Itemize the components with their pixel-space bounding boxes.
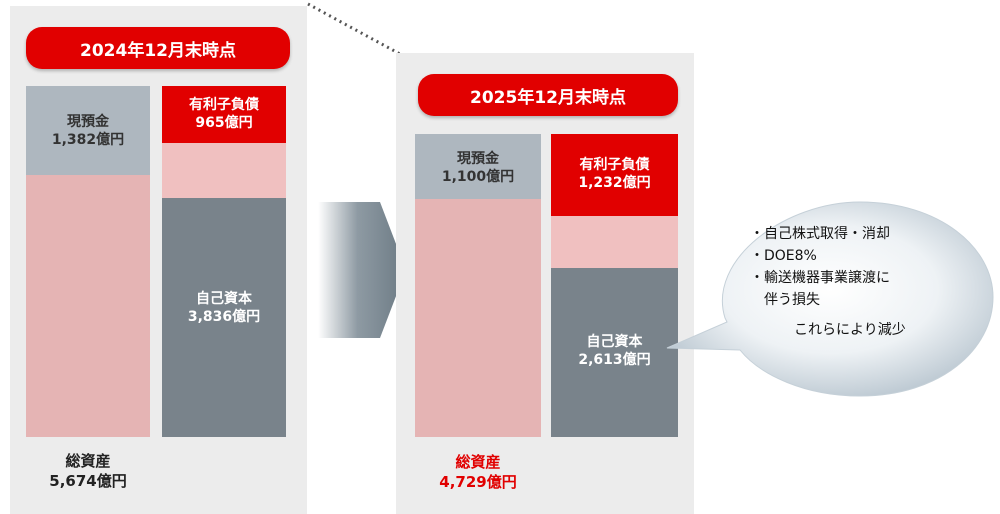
equity-label-text: 自己資本 bbox=[196, 291, 252, 307]
bubble-item: 伴う損失 bbox=[750, 292, 820, 308]
transition-arrow bbox=[318, 202, 406, 338]
debt-value-text: 965億円 bbox=[195, 115, 253, 131]
total-label-text: 総資産 bbox=[455, 453, 501, 471]
title-pill-2024: 2024年12月末時点 bbox=[26, 27, 290, 69]
equity-value-text: 3,836億円 bbox=[187, 309, 261, 325]
debt-segment-2024 bbox=[162, 86, 286, 143]
zoom-connector bbox=[307, 2, 401, 56]
debt-label-text: 有利子負債 bbox=[189, 97, 259, 113]
cash-segment-2025 bbox=[415, 134, 541, 199]
title-pill-2025: 2025年12月末時点 bbox=[418, 74, 678, 116]
total-value-text: 5,674億円 bbox=[49, 472, 127, 490]
cash-label-text: 現預金 bbox=[457, 151, 499, 167]
speech-bubble bbox=[666, 201, 994, 397]
cash-label-2025: 現預金 1,100億円 bbox=[415, 150, 541, 186]
debt-value-text: 1,232億円 bbox=[578, 175, 651, 191]
total-label-text: 総資産 bbox=[65, 452, 111, 470]
dotted-line bbox=[307, 2, 401, 56]
arrow-shape bbox=[318, 202, 406, 338]
equity-segment-2024 bbox=[162, 198, 286, 437]
liability-segment-2025 bbox=[551, 216, 678, 268]
cash-value-text: 1,100億円 bbox=[441, 169, 515, 185]
debt-label-text: 有利子負債 bbox=[579, 157, 650, 173]
cash-segment-2024 bbox=[26, 86, 150, 175]
assets-segment-2024 bbox=[26, 175, 150, 437]
bubble-item: ・輸送機器事業譲渡に bbox=[750, 270, 890, 286]
bubble-item: ・DOE8% bbox=[750, 248, 817, 264]
debt-label-2024: 有利子負債 965億円 bbox=[162, 96, 286, 132]
bubble-shape bbox=[666, 201, 994, 397]
total-assets-2025: 総資産 4,729億円 bbox=[415, 452, 541, 492]
total-assets-2024: 総資産 5,674億円 bbox=[26, 451, 150, 491]
equity-label-2025: 自己資本 2,613億円 bbox=[551, 333, 678, 369]
debt-segment-2025 bbox=[551, 134, 678, 216]
cash-label-text: 現預金 bbox=[67, 114, 109, 130]
bubble-item: ・自己株式取得・消却 bbox=[750, 226, 890, 242]
assets-segment-2025 bbox=[415, 199, 541, 437]
liability-segment-2024 bbox=[162, 143, 286, 198]
cash-value-text: 1,382億円 bbox=[51, 132, 125, 148]
bubble-summary: これらにより減少 bbox=[794, 322, 906, 338]
equity-value-text: 2,613億円 bbox=[578, 352, 651, 368]
total-value-text: 4,729億円 bbox=[439, 473, 517, 491]
equity-label-text: 自己資本 bbox=[586, 334, 643, 350]
equity-segment-2025 bbox=[551, 268, 678, 437]
equity-label-2024: 自己資本 3,836億円 bbox=[162, 290, 286, 326]
cash-label-2024: 現預金 1,382億円 bbox=[26, 113, 150, 149]
bubble-content: ・自己株式取得・消却 ・DOE8% ・輸送機器事業譲渡に 伴う損失 これらにより… bbox=[750, 223, 906, 341]
debt-label-2025: 有利子負債 1,232億円 bbox=[551, 156, 678, 192]
